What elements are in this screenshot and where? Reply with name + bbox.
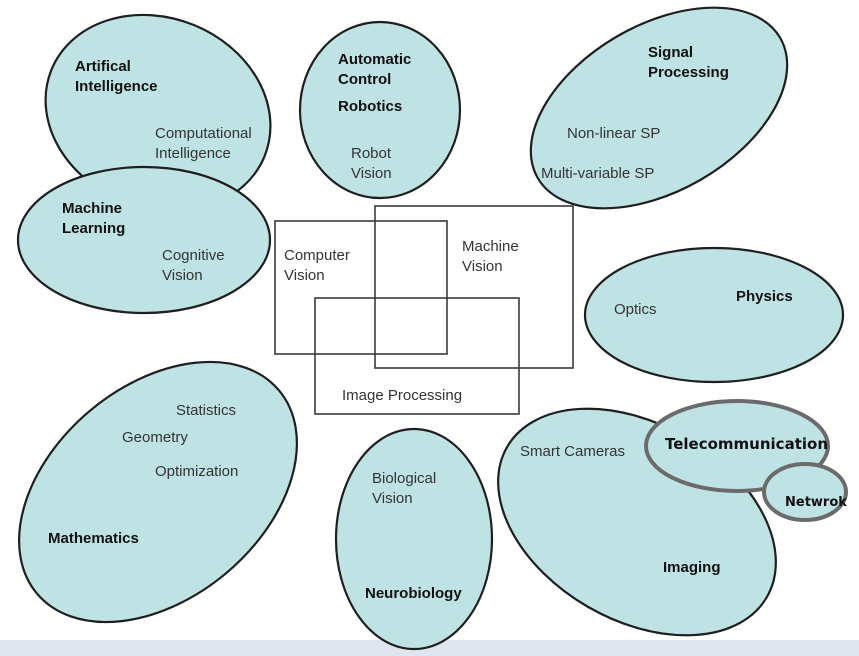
ai-title-line1: Artifical — [75, 58, 131, 75]
control-ellipse — [298, 20, 462, 200]
control-node: Automatic Control Robotics Robot Vision — [298, 20, 462, 200]
ai-node: Artifical Intelligence Computational Int… — [44, 13, 272, 213]
ai-item-line1: Computational — [155, 125, 252, 142]
machine-vision-box — [374, 205, 574, 369]
network-title: Netwrok — [785, 495, 847, 510]
math-item-1: Statistics — [176, 402, 236, 419]
ml-node: Machine Learning Cognitive Vision — [16, 165, 272, 315]
ai-item-line2: Intelligence — [155, 145, 231, 162]
image-processing-label: Image Processing — [342, 387, 462, 404]
ml-ellipse — [16, 165, 272, 315]
math-node: Statistics Geometry Optimization Mathema… — [18, 360, 298, 624]
signal-title-line2: Processing — [648, 64, 729, 81]
imaging-title: Imaging — [663, 559, 721, 576]
math-item-3: Optimization — [155, 463, 238, 480]
math-title: Mathematics — [48, 530, 139, 547]
physics-item: Optics — [614, 301, 657, 318]
bottom-strip — [0, 640, 859, 656]
physics-node: Physics Optics — [583, 246, 845, 384]
imaging-item: Smart Cameras — [520, 443, 625, 460]
ai-title-line2: Intelligence — [75, 78, 158, 95]
machine-vision-line1: Machine — [462, 238, 519, 255]
computer-vision-line1: Computer — [284, 247, 350, 264]
network-node: Netwrok — [762, 462, 848, 522]
control-subtitle: Robotics — [338, 98, 402, 115]
computer-vision-line2: Vision — [284, 267, 325, 284]
neuro-ellipse — [334, 427, 494, 651]
math-ellipse — [18, 360, 298, 624]
telecom-title: Telecommunication — [665, 435, 828, 453]
control-title-line2: Control — [338, 71, 391, 88]
physics-ellipse — [583, 246, 845, 384]
control-item-line1: Robot — [351, 145, 392, 162]
signal-title-line1: Signal — [648, 44, 693, 61]
physics-title: Physics — [736, 288, 793, 305]
central-boxes: Computer Vision Machine Vision Image Pro… — [274, 205, 574, 415]
math-item-2: Geometry — [122, 429, 188, 446]
neuro-title: Neurobiology — [365, 585, 462, 602]
neuro-item-line2: Vision — [372, 490, 413, 507]
ml-item-line1: Cognitive — [162, 247, 225, 264]
machine-vision-line2: Vision — [462, 258, 503, 275]
control-title-line1: Automatic — [338, 51, 411, 68]
image-processing-box — [314, 297, 520, 415]
neuro-item-line1: Biological — [372, 470, 436, 487]
signal-node: Signal Processing Non-linear SP Multi-va… — [529, 6, 789, 210]
ml-title-line2: Learning — [62, 220, 125, 237]
computer-vision-box — [274, 220, 448, 355]
network-ellipse — [762, 462, 848, 522]
signal-ellipse — [529, 6, 789, 210]
neuro-node: Biological Vision Neurobiology — [334, 427, 494, 651]
ml-title-line1: Machine — [62, 200, 122, 217]
ml-item-line2: Vision — [162, 267, 203, 284]
signal-item-1: Non-linear SP — [567, 125, 660, 142]
control-item-line2: Vision — [351, 165, 392, 182]
signal-item-2: Multi-variable SP — [541, 165, 654, 182]
